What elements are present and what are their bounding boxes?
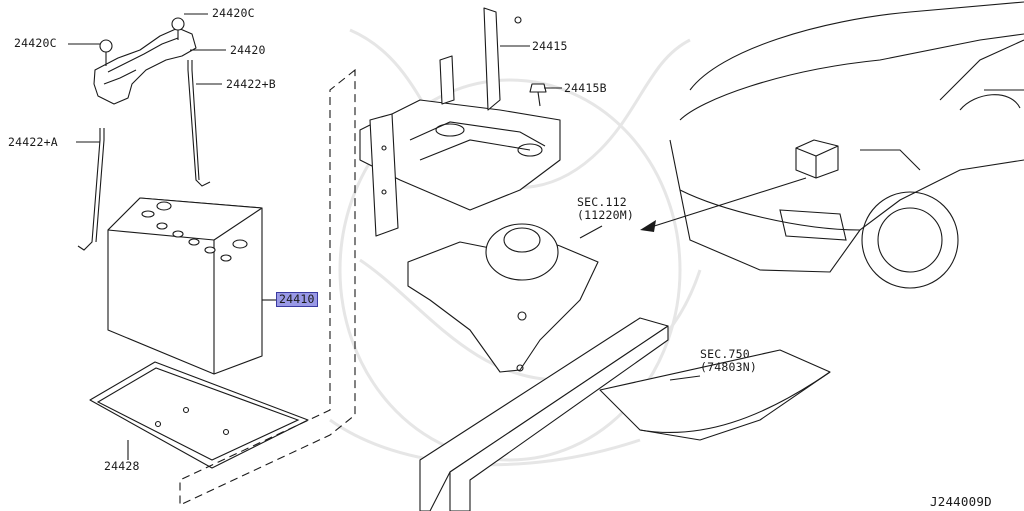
install-boundary <box>179 68 356 506</box>
callout-sec-750-ref: (74803N) <box>700 360 757 374</box>
bracket-bolt <box>529 83 547 107</box>
callout-sec-112-ref: (11220M) <box>577 208 634 222</box>
location-arrow <box>640 177 807 232</box>
callout-24422b: 24422+B <box>226 77 276 91</box>
rod-left <box>77 128 105 251</box>
callout-24422a: 24422+A <box>8 135 58 149</box>
callout-sec-750: SEC.750 <box>700 347 750 361</box>
callout-24410-highlighted[interactable]: 24410 <box>276 292 318 307</box>
battery-terminals <box>141 201 248 262</box>
callout-24415b: 24415B <box>564 81 607 95</box>
callout-24415: 24415 <box>532 39 568 53</box>
battery <box>107 197 263 375</box>
side-member <box>419 317 831 511</box>
callout-sec-112: SEC.112 <box>577 195 627 209</box>
callout-24420c-left: 24420C <box>14 36 57 50</box>
hold-down-frame <box>93 17 197 105</box>
vehicle-outline <box>669 1 1024 289</box>
lower-mount <box>407 223 599 373</box>
diagram-id: J244009D <box>930 494 992 509</box>
leader-lines <box>68 13 701 460</box>
battery-tray <box>89 361 309 469</box>
battery-bracket <box>359 7 561 237</box>
rod-right <box>187 60 211 187</box>
callout-24420c-top: 24420C <box>212 6 255 20</box>
callout-24420: 24420 <box>230 43 266 57</box>
vehicle-battery <box>795 139 839 179</box>
callout-24428: 24428 <box>104 459 140 473</box>
